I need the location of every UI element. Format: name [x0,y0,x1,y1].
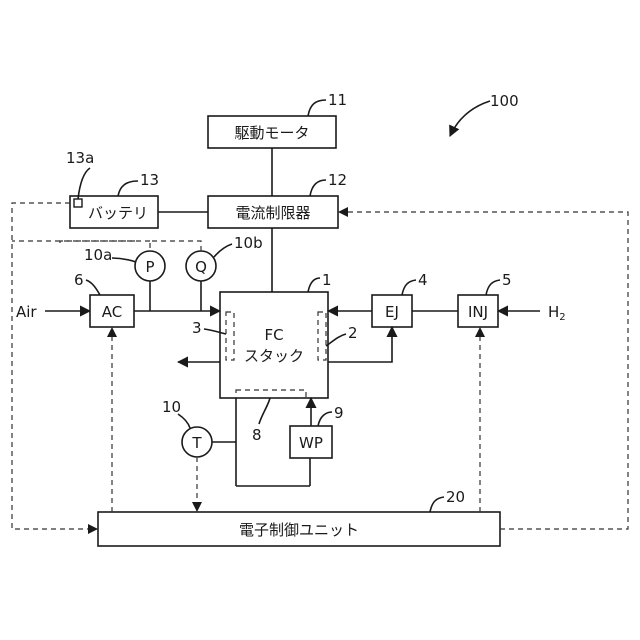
flow-sensor-label: Q [195,258,207,276]
flow-sensor-ref: 10b [234,234,263,252]
ecu-ref: 20 [446,488,465,506]
ecu-compressor-arrowhead [107,327,117,337]
coolant-ref: 8 [252,426,262,444]
water-pump-ref: 9 [334,404,344,422]
anode-ref: 2 [348,324,358,342]
anode-leader [326,334,346,346]
battery-sensor-ref: 13a [66,149,94,167]
figure-arrow [450,101,490,136]
injector-leader [486,280,500,295]
current-limiter-label: 電流制限器 [235,204,310,222]
flow-sensor-leader [214,244,232,257]
ecu-leader [430,497,444,512]
ecu-injector-arrowhead [475,327,485,337]
battery-sensor-icon [74,199,82,207]
temp-ecu-arrowhead [192,502,202,512]
coolant-leader [259,398,270,424]
fc-stack-box [220,292,328,398]
pq-sensor-signal [150,241,201,251]
hydrogen-input-label: H2 [548,303,566,323]
water-pump-label: WP [299,434,323,452]
air-compressor-label: AC [102,303,122,321]
pressure-sensor-ref: 10a [84,246,112,264]
sensor-signal-top [60,241,135,243]
fc-stack-ref: 1 [322,271,332,289]
water-pump-leader [318,412,332,426]
ejector-label: EJ [385,303,399,321]
ejector-leader [402,280,416,295]
current-limiter-ref: 12 [328,171,347,189]
ecu-limiter-arrowhead [338,207,348,217]
fc-stack-label-line1: FC [264,326,283,344]
battery-leader [118,181,138,196]
figure-number: 100 [490,92,519,110]
temp-sensor-leader [178,414,190,428]
pressure-sensor-label: P [145,258,154,276]
air-compressor-ref: 6 [74,271,84,289]
ecu-limiter-signal [342,212,628,529]
anode-recirculation-line [328,327,392,362]
cathode-ref: 3 [192,319,202,337]
drive-motor-ref: 11 [328,91,347,109]
fc-stack-leader [308,278,320,292]
ecu-label: 電子制御ユニット [239,521,359,539]
temp-sensor-ref: 10 [162,398,181,416]
injector-ref: 5 [502,271,512,289]
drive-motor-leader [308,100,326,116]
ejector-ref: 4 [418,271,428,289]
battery-signal-arrowhead [88,524,98,534]
battery-sensor-leader [78,168,90,199]
air-compressor-leader [86,280,100,295]
drive-motor-label: 駆動モータ [234,124,309,142]
fc-stack-label-line2: スタック [244,347,304,365]
current-limiter-leader [310,180,326,196]
injector-label: INJ [468,303,488,321]
pressure-sensor-leader [112,258,136,262]
battery-ref: 13 [140,171,159,189]
temp-sensor-label: T [191,434,202,452]
air-input-label: Air [16,303,37,321]
battery-label: バッテリ [88,204,148,222]
